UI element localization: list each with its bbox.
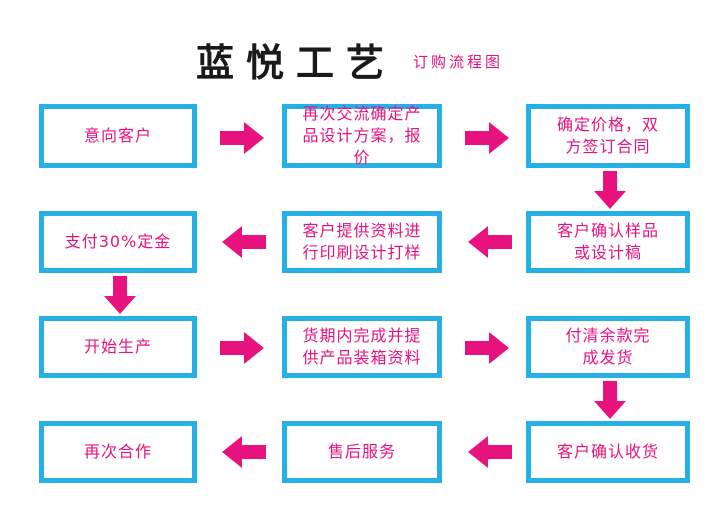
step-label: 开始生产 [83, 337, 152, 356]
step-balance-ship: 付清余款完成发货 [526, 316, 690, 378]
step-label: 货期内完成并提供产品装箱资料 [302, 326, 422, 367]
step-label: 客户确认收货 [556, 442, 659, 461]
arrow-right-icon [465, 122, 509, 154]
arrow-down-icon [104, 276, 136, 314]
step-label: 确定价格，双方签订合同 [556, 115, 659, 156]
step-label: 客户提供资料进行印刷设计打样 [302, 221, 422, 262]
arrow-down-icon [594, 171, 626, 209]
arrow-left-icon [222, 226, 266, 258]
arrow-left-icon [222, 436, 266, 468]
arrow-right-icon [220, 332, 264, 364]
step-production: 开始生产 [39, 316, 197, 378]
step-label: 支付30%定金 [64, 232, 172, 251]
step-label: 再次交流确定产品设计方案，报价 [302, 104, 422, 167]
diagram-title: 蓝悦工艺 [196, 40, 397, 85]
step-print-proof: 客户提供资料进行印刷设计打样 [282, 211, 442, 273]
step-cooperate-again: 再次合作 [39, 421, 197, 483]
step-label: 意向客户 [83, 126, 152, 145]
step-packing-info: 货期内完成并提供产品装箱资料 [282, 316, 442, 378]
diagram-subtitle: 订购流程图 [413, 53, 504, 71]
step-deposit: 支付30%定金 [39, 211, 197, 273]
arrow-down-icon [594, 381, 626, 419]
step-after-sales: 售后服务 [282, 421, 442, 483]
arrow-right-icon [220, 122, 264, 154]
step-label: 付清余款完成发货 [565, 326, 651, 367]
arrow-right-icon [465, 332, 509, 364]
step-intent-customer: 意向客户 [39, 104, 197, 168]
step-design-quote: 再次交流确定产品设计方案，报价 [282, 104, 442, 168]
arrow-left-icon [468, 436, 512, 468]
step-label: 再次合作 [83, 442, 152, 461]
step-confirm-receipt: 客户确认收货 [526, 421, 690, 483]
step-confirm-sample: 客户确认样品或设计稿 [526, 211, 690, 273]
step-label: 售后服务 [327, 442, 396, 461]
step-label: 客户确认样品或设计稿 [556, 221, 659, 262]
arrow-left-icon [468, 226, 512, 258]
step-sign-contract: 确定价格，双方签订合同 [526, 104, 690, 168]
